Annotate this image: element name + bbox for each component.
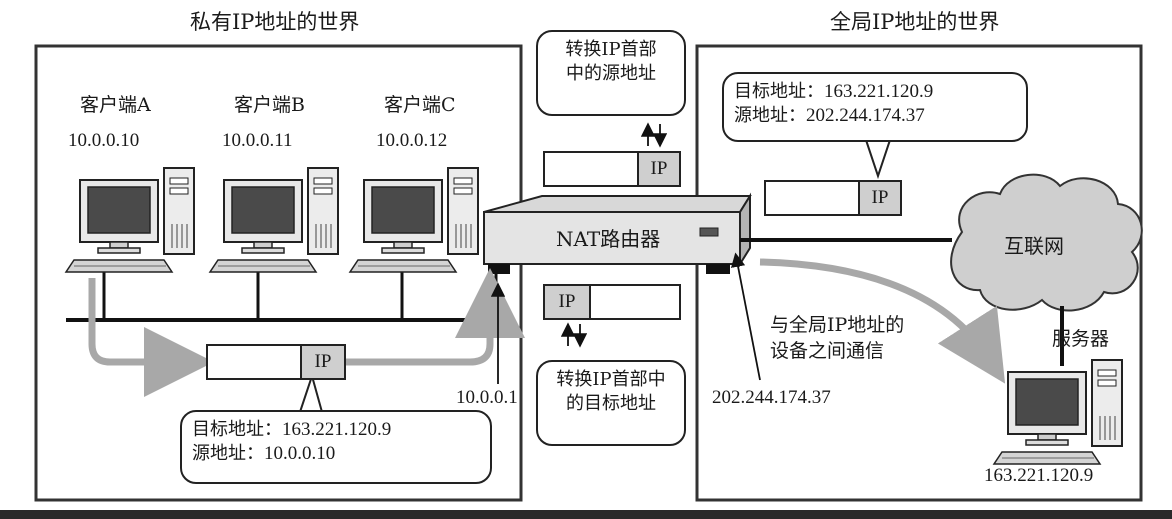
packet-ip-header: IP (300, 346, 344, 378)
private-world-title: 私有IP地址的世界 (190, 10, 360, 34)
global-dst-value: 163.221.120.9 (824, 81, 934, 102)
global-packet-callout-tail (865, 139, 891, 180)
client-c-name: 客户端C (384, 94, 456, 116)
private-packet-header-callout: 目标地址：163.221.120.9 源地址：10.0.0.10 (180, 410, 492, 484)
client-b-name: 客户端B (234, 94, 305, 116)
packet-ip-header: IP (545, 286, 591, 318)
convert-source-callout: 转换IP首部 中的源地址 (536, 30, 686, 116)
global-packet-header-callout: 目标地址：163.221.120.9 源地址：202.244.174.37 (722, 72, 1028, 142)
global-src-value: 202.244.174.37 (806, 105, 925, 126)
convert-destination-line1: 转换IP首部中 (556, 369, 666, 390)
router-outer-ip: 202.244.174.37 (712, 387, 831, 408)
bottom-bar (0, 510, 1172, 519)
global-world-title: 全局IP地址的世界 (830, 10, 1000, 34)
convert-source-line1: 转换IP首部 (565, 39, 657, 60)
global-world-frame (695, 44, 1143, 502)
outer-ip-pointer (730, 252, 761, 381)
client-c-ip: 10.0.0.12 (376, 130, 448, 151)
packet-after-src-conversion: IP (543, 151, 681, 187)
private-packet-callout-tail (299, 372, 323, 413)
server-name: 服务器 (1052, 328, 1110, 350)
convert-destination-line2: 的目标地址 (566, 393, 656, 414)
internet-label: 互联网 (1004, 234, 1064, 258)
server-ip: 163.221.120.9 (984, 465, 1094, 486)
client-b-computer-icon (209, 167, 339, 273)
convert-source-line2: 中的源地址 (566, 63, 656, 84)
global-dst-label: 目标地址： (734, 81, 824, 102)
server-computer-icon (993, 359, 1123, 465)
router-inner-ip: 10.0.0.1 (456, 387, 518, 408)
convert-destination-callout: 转换IP首部中 的目标地址 (536, 360, 686, 446)
packet-private: IP (206, 344, 346, 380)
internet-cloud-icon (950, 173, 1143, 312)
convert-arrows-top-icon (640, 122, 668, 148)
private-src-label: 源地址： (192, 443, 264, 464)
communication-note-line2: 设备之间通信 (770, 340, 885, 362)
global-src-label: 源地址： (734, 105, 806, 126)
client-a-computer-icon (65, 167, 195, 273)
flow-arrow-packet-to-router (346, 268, 525, 366)
communication-note-line1: 与全局IP地址的 (770, 314, 905, 336)
client-a-ip: 10.0.0.10 (68, 130, 140, 151)
packet-global: IP (764, 180, 902, 216)
client-b-ip: 10.0.0.11 (222, 130, 293, 151)
flow-arrow-client-to-packet (88, 278, 214, 397)
packet-ip-header: IP (858, 182, 900, 214)
private-dst-value: 163.221.120.9 (282, 419, 392, 440)
flow-arrow-router-to-server (759, 258, 1006, 384)
client-a-name: 客户端A (80, 94, 151, 116)
packet-before-dst-conversion: IP (543, 284, 681, 320)
convert-arrows-bottom-icon (560, 322, 588, 348)
router-name: NAT路由器 (556, 227, 661, 251)
client-c-computer-icon (349, 167, 479, 273)
private-src-value: 10.0.0.10 (264, 443, 336, 464)
packet-ip-header: IP (637, 153, 679, 185)
communication-note: 与全局IP地址的 设备之间通信 (770, 312, 904, 364)
private-dst-label: 目标地址： (192, 419, 282, 440)
